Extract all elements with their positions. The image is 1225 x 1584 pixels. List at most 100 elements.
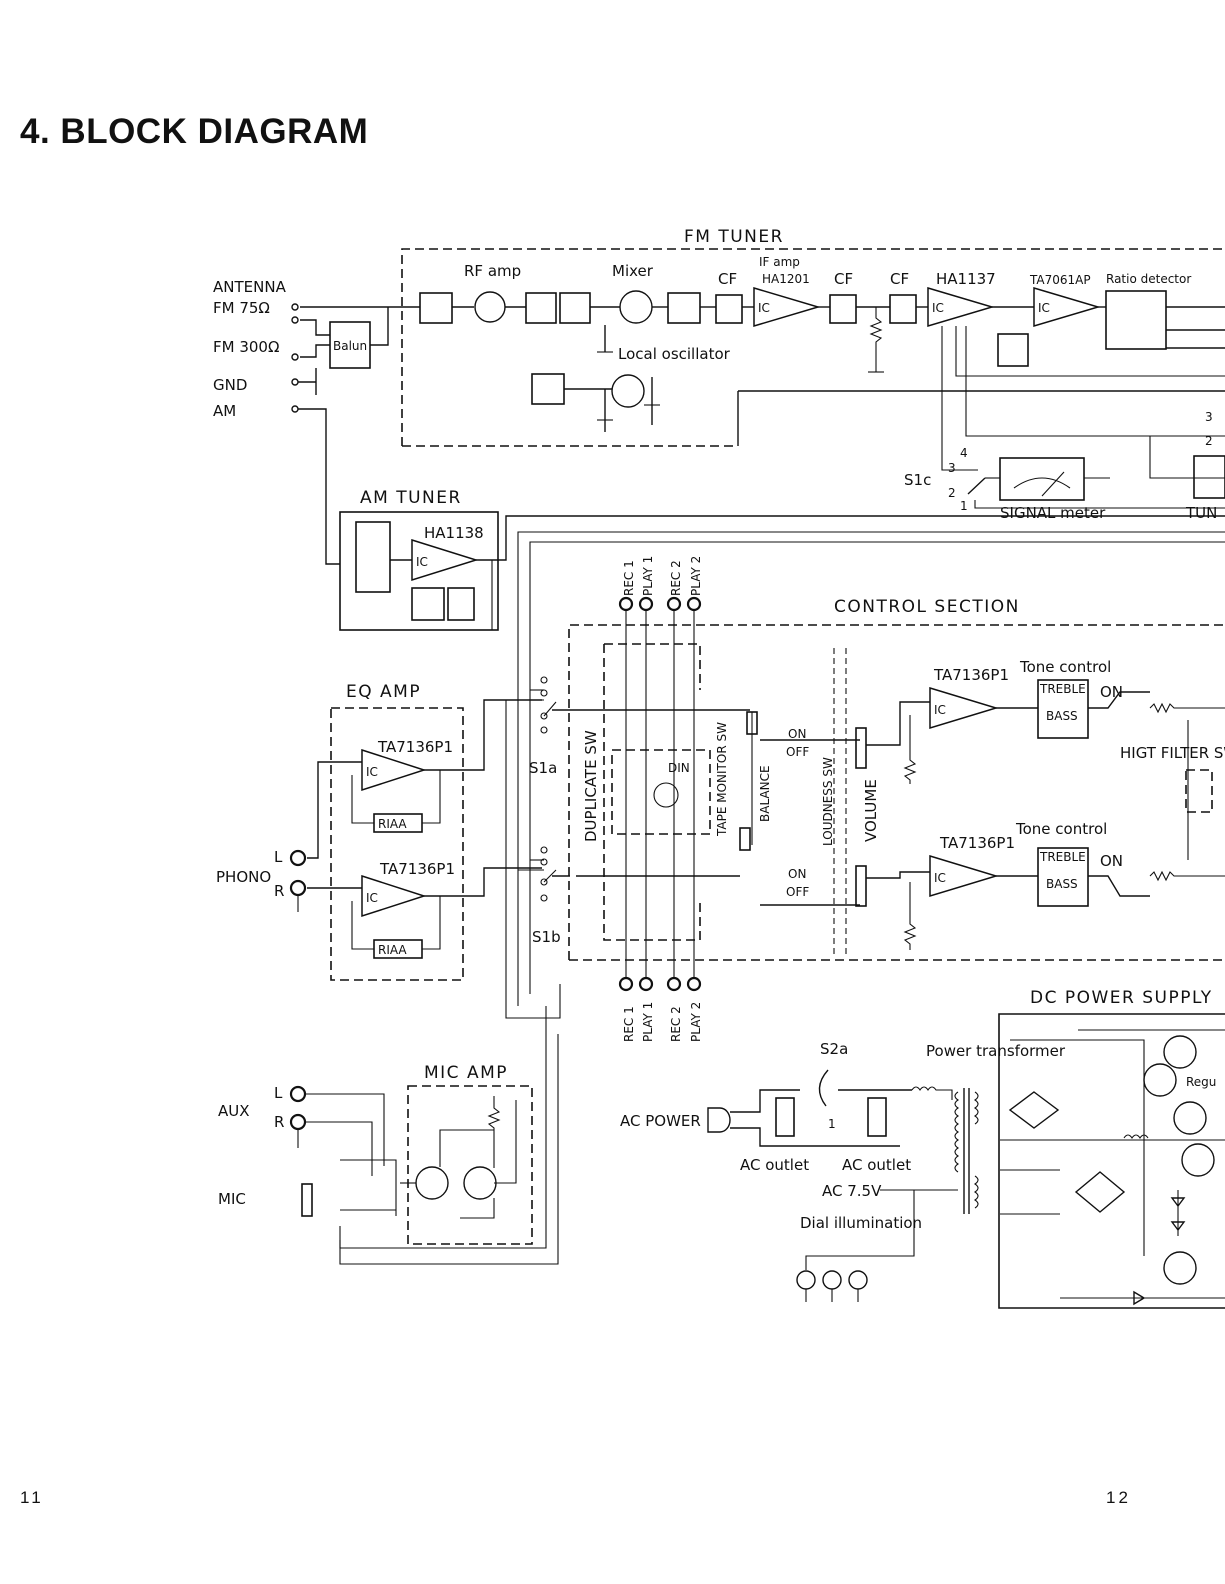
loudness-off-r: OFF	[786, 885, 809, 899]
s2a-label: S2a	[820, 1040, 848, 1058]
power-switch-s2a[interactable]	[818, 1069, 829, 1107]
phono-jack-l[interactable]	[289, 849, 307, 867]
svg-text:REC 2: REC 2	[669, 1006, 683, 1042]
tone-control-r[interactable]	[1037, 847, 1089, 907]
ta7061ap-ic	[1033, 286, 1101, 328]
play1-jack-bottom[interactable]	[638, 976, 654, 992]
antenna-inputs: ANTENNA FM 75Ω FM 300Ω GND AM	[213, 278, 340, 565]
ceramic-filter-2	[829, 294, 857, 324]
loudness-off-l: OFF	[786, 745, 809, 759]
loudness-on-l: ON	[788, 727, 806, 741]
bass-label-r: BASS	[1046, 877, 1078, 891]
eq-amp-title: EQ AMP	[346, 682, 421, 702]
cf-label-2: CF	[834, 270, 853, 288]
high-filter-box	[1185, 769, 1213, 813]
signal-meter-label: SIGNAL meter	[1000, 504, 1106, 522]
riaa-left-label: RIAA	[378, 817, 407, 831]
s1a-label: S1a	[529, 759, 557, 777]
play1-jack-top[interactable]	[638, 596, 654, 612]
tone-control-label-l: Tone control	[1019, 658, 1111, 676]
svg-text:IC: IC	[934, 703, 946, 717]
play2-jack-bottom[interactable]	[686, 976, 702, 992]
svg-text:L: L	[274, 848, 283, 866]
dial-lamp-1	[796, 1270, 816, 1290]
svg-text:IC: IC	[366, 891, 378, 905]
ac-outlet-1-label: AC outlet	[740, 1156, 809, 1174]
tone-control-label-r: Tone control	[1015, 820, 1107, 838]
mic-transistor-2	[463, 1166, 497, 1200]
aux-jack-r[interactable]	[289, 1113, 307, 1131]
ac-outlet-2-label: AC outlet	[842, 1156, 911, 1174]
balance-pot-l[interactable]	[746, 711, 758, 735]
regulator-label: Regu	[1186, 1075, 1216, 1089]
play2-jack-top[interactable]	[686, 596, 702, 612]
page-number-right: 12	[1106, 1488, 1131, 1507]
s1b-label: S1b	[532, 928, 561, 946]
dc-power-supply-section: DC POWER SUPPLY Regu	[998, 988, 1225, 1309]
ac-outlet-1[interactable]	[775, 1097, 795, 1137]
loudness-on-r: ON	[788, 867, 806, 881]
mic-amp-title: MIC AMP	[424, 1063, 508, 1083]
fm-tuner-section: FM TUNER RF amp Mixer CF IC IF amp HA120…	[300, 227, 1225, 479]
tone-control-l[interactable]	[1037, 679, 1089, 739]
treble-label-l: TREBLE	[1039, 682, 1086, 696]
mic-jack[interactable]	[301, 1183, 313, 1217]
svg-text:1: 1	[828, 1117, 836, 1131]
eq-amp-box	[330, 707, 464, 981]
if-amp-label: IF amp	[759, 255, 800, 269]
treble-label-r: TREBLE	[1039, 850, 1086, 864]
riaa-right-label: RIAA	[378, 943, 407, 957]
ac-power-section: AC POWER AC outlet AC outlet S2a 1 Power…	[620, 1040, 1066, 1302]
am-ceramic-filter	[447, 587, 475, 621]
gnd-label: GND	[213, 376, 247, 394]
din-label: DIN	[668, 761, 690, 775]
am-if-coil	[411, 587, 445, 621]
rec2-jack-bottom[interactable]	[666, 976, 682, 992]
rf-amp-label: RF amp	[464, 262, 521, 280]
rec1-jack-top[interactable]	[618, 596, 634, 612]
svg-text:2: 2	[948, 486, 956, 500]
svg-text:PLAY 2: PLAY 2	[689, 556, 703, 596]
bridge-rectifier-2	[1074, 1171, 1126, 1213]
mic-label: MIC	[218, 1190, 246, 1208]
control-ic-right	[929, 854, 999, 898]
eq-ic-left	[361, 748, 427, 792]
ratio-detector-label: Ratio detector	[1106, 272, 1191, 286]
volume-pot-l[interactable]	[855, 727, 867, 769]
ac-outlet-2[interactable]	[867, 1097, 887, 1137]
control-ic-left	[929, 686, 999, 730]
svg-text:IC: IC	[934, 871, 946, 885]
svg-text:REC 1: REC 1	[622, 560, 636, 596]
page-title: 4. BLOCK DIAGRAM	[20, 112, 369, 151]
rec2-jack-top[interactable]	[666, 596, 682, 612]
rf-coil-3	[559, 292, 591, 324]
svg-text:IC: IC	[932, 301, 944, 315]
aux-jack-l[interactable]	[289, 1085, 307, 1103]
osc-transistor	[611, 374, 645, 408]
svg-text:REC 1: REC 1	[622, 1006, 636, 1042]
volume-label: VOLUME	[862, 779, 880, 842]
am-tuner-section: AM TUNER IC HA1138	[339, 488, 1225, 631]
aux-label: AUX	[218, 1102, 250, 1120]
ac-plug	[707, 1107, 731, 1133]
cf-label-1: CF	[718, 270, 737, 288]
bridge-rectifier-1	[1008, 1091, 1060, 1129]
if-amp-ha1201	[753, 286, 821, 328]
mic-amp-box	[407, 1085, 533, 1245]
phono-jack-r[interactable]	[289, 879, 307, 897]
rec1-jack-bottom[interactable]	[618, 976, 634, 992]
regulator-transistor-2	[1143, 1063, 1177, 1097]
balance-pot-r[interactable]	[739, 827, 751, 851]
regulator-transistor-3	[1173, 1101, 1207, 1135]
dial-illumination-label: Dial illumination	[800, 1214, 922, 1232]
local-oscillator-label: Local oscillator	[618, 345, 731, 363]
svg-text:R: R	[274, 1113, 284, 1131]
svg-text:2: 2	[1205, 434, 1213, 448]
aux-mic-inputs: AUX L R MIC	[218, 1006, 559, 1265]
fm300-label: FM 300Ω	[213, 338, 279, 356]
volume-pot-r[interactable]	[855, 865, 867, 907]
svg-text:REC 2: REC 2	[669, 560, 683, 596]
tape-monitor-sw-label: TAPE MONITOR SW	[715, 722, 729, 837]
svg-text:PLAY 2: PLAY 2	[689, 1002, 703, 1042]
